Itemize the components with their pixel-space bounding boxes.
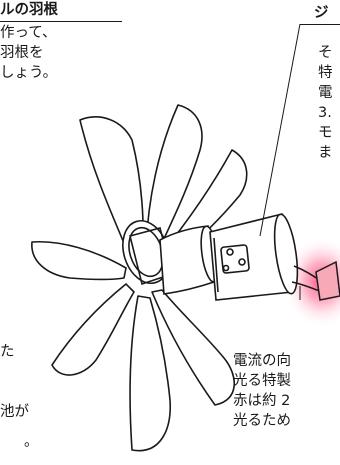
bottom-caption-line-2: 光る特製	[233, 373, 291, 389]
left-caption-line-2: 羽根を	[0, 45, 44, 61]
bottom-caption-line-3: 赤は約 2	[233, 393, 291, 409]
leader-lines	[259, 23, 301, 300]
led-icon	[291, 260, 340, 301]
left-heading-rule	[0, 21, 122, 22]
left-fragment-1: た	[0, 344, 15, 360]
left-caption-heading: ルの羽根	[0, 2, 58, 18]
left-caption-line-1: 作って、	[0, 25, 57, 41]
right-heading-rule	[300, 24, 340, 25]
fan-blade-bottom	[129, 295, 171, 452]
right-caption-line-6: ま	[318, 145, 333, 161]
fan-blade-top	[145, 104, 203, 257]
motor-icon	[209, 213, 299, 301]
fan-blade-left	[31, 240, 127, 281]
right-caption-line-5: モ	[318, 125, 333, 141]
left-fragment-3: 。	[24, 434, 39, 450]
right-caption-line-1: そ	[318, 45, 333, 61]
right-caption-line-4: 3.	[318, 105, 332, 121]
bottom-caption-line-4: 光るため	[233, 413, 291, 429]
fan-blade-lower-left	[51, 283, 135, 376]
left-fragment-2: 池が	[0, 404, 29, 420]
right-caption-heading: ジ	[314, 5, 329, 21]
fan-blade-top-left	[79, 116, 144, 263]
right-caption-line-2: 特	[318, 65, 333, 81]
fan-blade-bottom-right	[151, 289, 236, 406]
left-caption-line-3: しょう。	[0, 65, 58, 81]
bottom-caption-line-1: 電流の向	[233, 353, 291, 369]
right-caption-line-3: 電	[318, 85, 333, 101]
fan-blades-icon	[31, 104, 248, 452]
coupling-icon	[159, 225, 220, 295]
